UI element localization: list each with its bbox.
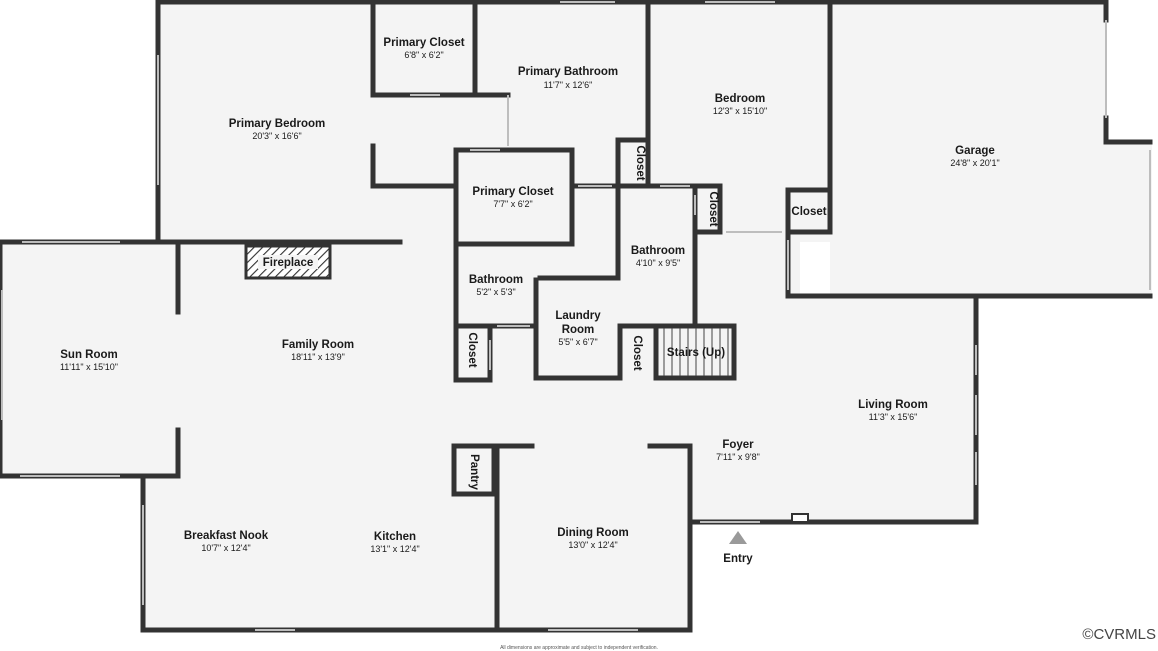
bathroom-right-name: Bathroom — [631, 245, 685, 257]
breakfast-nook-dims: 10'7" x 12'4" — [201, 543, 250, 553]
living-room-dims: 11'3" x 15'6" — [869, 412, 918, 422]
bedroom-dims: 12'3" x 15'10" — [713, 106, 767, 116]
sun-room-dims: 11'11" x 15'10" — [60, 362, 118, 372]
room-labels: Primary Closet 6'8" x 6'2" Primary Bathr… — [60, 37, 1000, 565]
kitchen-name: Kitchen — [374, 531, 416, 543]
garage-name: Garage — [955, 145, 995, 157]
stairs-name: Stairs (Up) — [667, 347, 725, 359]
foyer-name: Foyer — [722, 439, 754, 451]
living-room-name: Living Room — [858, 399, 928, 411]
closet-laundry-name: Closet — [631, 335, 643, 370]
entry-arrow-icon — [729, 531, 747, 544]
openings — [1, 1, 1151, 631]
kitchen-dims: 13'1" x 12'4" — [370, 544, 419, 554]
family-room-name: Family Room — [282, 339, 354, 351]
bathroom-left-name: Bathroom — [469, 274, 523, 286]
fireplace-name: Fireplace — [263, 257, 314, 269]
foyer-dims: 7'11" x 9'8" — [716, 452, 760, 462]
entry-label: Entry — [723, 553, 753, 565]
closet-garage-name: Closet — [791, 206, 826, 218]
watermark: ©CVRMLS — [1082, 626, 1156, 643]
sun-room-name: Sun Room — [60, 349, 118, 361]
dining-room-name: Dining Room — [557, 527, 629, 539]
primary-bedroom-dims: 20'3" x 16'6" — [252, 131, 301, 141]
laundry-name-line2: Room — [562, 324, 595, 336]
bathroom-left-dims: 5'2" x 5'3" — [476, 287, 515, 297]
floor-fill — [2, 2, 1152, 630]
door-fixture — [791, 513, 809, 523]
laundry-dims: 5'5" x 6'7" — [558, 337, 597, 347]
primary-closet-mid-dims: 7'7" x 6'2" — [493, 199, 532, 209]
primary-bedroom-name: Primary Bedroom — [229, 118, 326, 130]
garage-dims: 24'8" x 20'1" — [950, 158, 999, 168]
stair-treads — [663, 328, 729, 376]
primary-closet-top-dims: 6'8" x 6'2" — [404, 50, 443, 60]
pantry-name: Pantry — [468, 454, 480, 490]
primary-closet-top-name: Primary Closet — [383, 37, 464, 49]
primary-bathroom-dims: 11'7" x 12'6" — [544, 80, 593, 90]
breakfast-nook-name: Breakfast Nook — [184, 530, 269, 542]
closet-bath-name: Closet — [707, 191, 719, 226]
closet-pb-name: Closet — [634, 145, 646, 180]
bedroom-name: Bedroom — [715, 93, 765, 105]
laundry-name-line1: Laundry — [555, 310, 601, 322]
primary-bathroom-name: Primary Bathroom — [518, 66, 618, 78]
primary-closet-mid-name: Primary Closet — [472, 186, 553, 198]
dining-room-dims: 13'0" x 12'4" — [568, 540, 617, 550]
family-room-dims: 18'11" x 13'9" — [291, 352, 345, 362]
closet-left-name: Closet — [466, 332, 478, 367]
disclaimer: All dimensions are approximate and subje… — [500, 645, 658, 651]
bathroom-right-dims: 4'10" x 9'5" — [636, 258, 680, 268]
fireplace-label-bg — [258, 255, 318, 269]
